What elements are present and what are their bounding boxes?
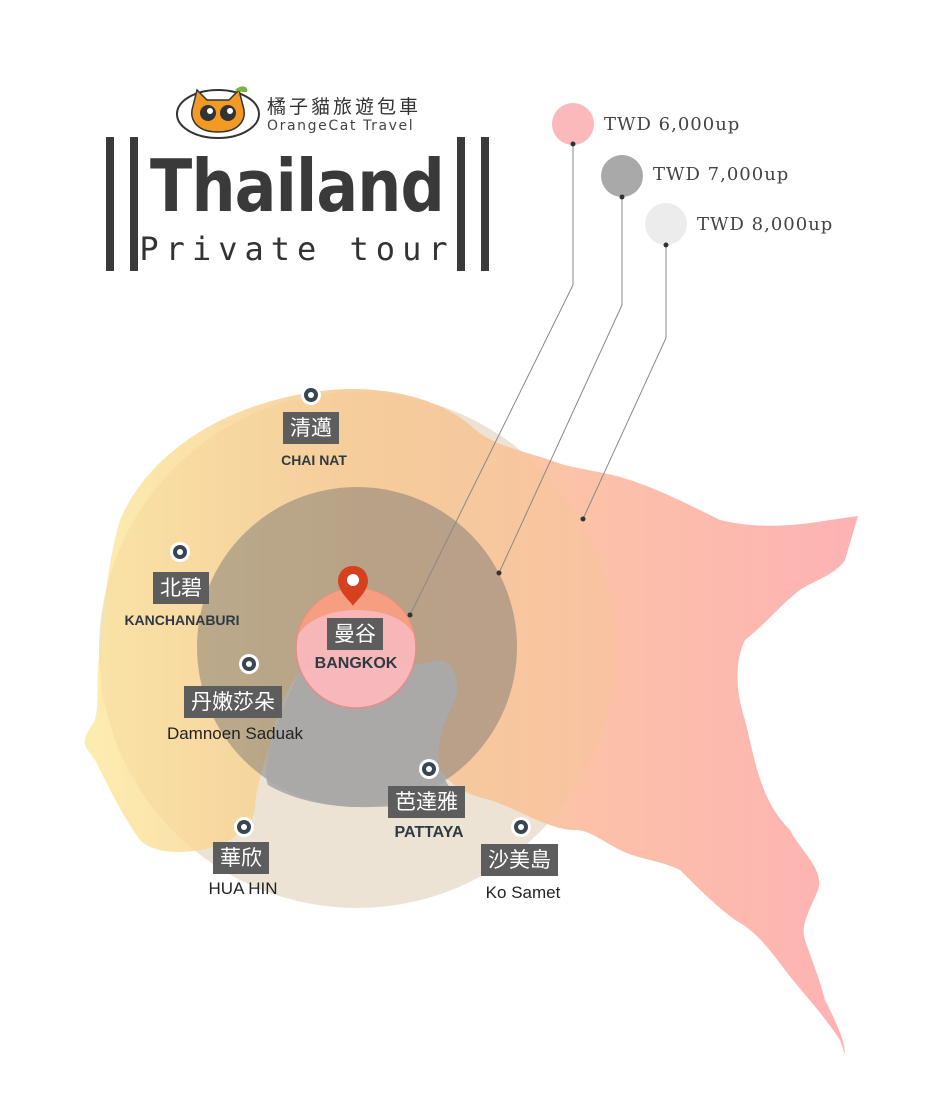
- kanchanaburi-label-zh: 北碧: [153, 572, 209, 604]
- legend-label-pink: TWD 6,000up: [604, 114, 741, 135]
- chainat-label-zh: 清邁: [283, 412, 339, 444]
- legend-dot-light: [645, 203, 687, 245]
- pin-icon-pattaya[interactable]: [419, 759, 439, 779]
- legend-dot-pink: [552, 103, 594, 145]
- bangkok-label-zh: 曼谷: [327, 618, 383, 650]
- kanchanaburi-label-en: KANCHANABURI: [124, 612, 240, 628]
- brand-name-en: OrangeCat Travel: [267, 118, 415, 134]
- pattaya-label-en: PATTAYA: [394, 824, 464, 841]
- title-bar-left-1: [106, 137, 114, 271]
- bangkok-label-en: BANGKOK: [314, 655, 398, 672]
- page-title: Thailand: [150, 144, 445, 228]
- brand-name-zh: 橘子貓旅遊包車: [267, 96, 422, 118]
- pin-icon-kosamet[interactable]: [511, 817, 531, 837]
- huahin-label-zh: 華欣: [213, 842, 269, 874]
- legend-label-light: TWD 8,000up: [697, 214, 834, 235]
- page-subtitle: Private tour: [139, 230, 455, 268]
- title-bar-left-2: [130, 137, 138, 271]
- title-bar-right-2: [481, 137, 489, 271]
- brand-logo: 橘子貓旅遊包車 OrangeCat Travel: [175, 84, 435, 140]
- pin-icon-kanchanaburi[interactable]: [170, 542, 190, 562]
- legend-label-grey: TWD 7,000up: [653, 164, 790, 185]
- damnoen-label-en: Damnoen Saduak: [166, 724, 304, 743]
- pin-icon-damnoen[interactable]: [239, 654, 259, 674]
- chainat-label-en: CHAI NAT: [281, 452, 347, 468]
- kosamet-label-en: Ko Samet: [485, 883, 561, 902]
- legend-dot-grey: [601, 155, 643, 197]
- kosamet-label-zh: 沙美島: [481, 844, 558, 876]
- pattaya-label-zh: 芭達雅: [388, 786, 465, 818]
- pin-icon-chainat[interactable]: [301, 385, 321, 405]
- orange-cat-icon: [176, 86, 260, 139]
- damnoen-label-zh: 丹嫩莎朵: [184, 686, 282, 718]
- title-bar-right-1: [457, 137, 465, 271]
- huahin-label-en: HUA HIN: [208, 879, 278, 898]
- pin-icon-huahin[interactable]: [234, 817, 254, 837]
- land-shape: [84, 389, 858, 1055]
